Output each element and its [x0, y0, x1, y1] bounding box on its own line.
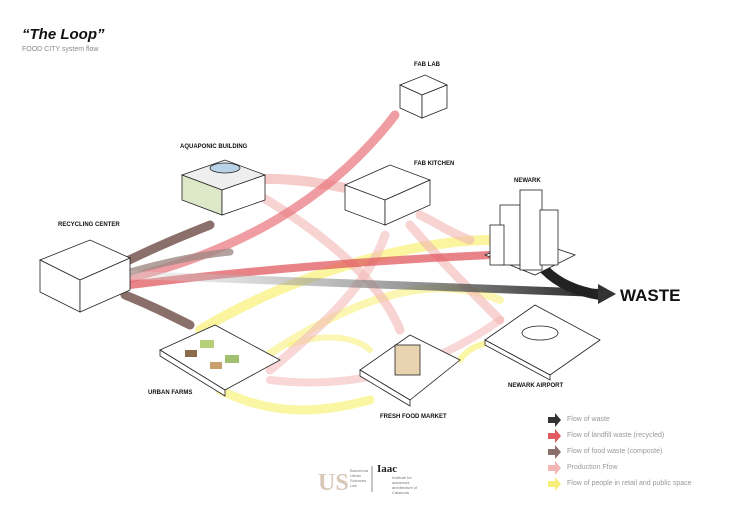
label-recycling: RECYCLING CENTER	[58, 222, 120, 228]
waste-flow	[540, 265, 605, 300]
fab-lab-building	[398, 74, 449, 119]
label-newark: NEWARK	[514, 178, 541, 184]
label-airport: NEWARK AIRPORT	[508, 383, 564, 389]
legend-item-landfill: Flow of landfill waste (recycled)	[567, 432, 665, 439]
legend-icon-landfill	[548, 429, 561, 443]
fab-kitchen-building	[343, 164, 432, 226]
logos: US	[318, 466, 373, 496]
bus-logo-mark: US	[318, 470, 349, 496]
page-title: “The Loop”	[22, 26, 105, 43]
food-waste-flow	[126, 248, 234, 276]
landfill-flow	[125, 110, 400, 283]
waste-arrowhead	[598, 284, 616, 304]
legend-icon-food-waste	[548, 445, 561, 459]
urban-farms-platform	[159, 324, 281, 397]
iaac-logo-text: Institute for advanced architecture of C…	[392, 475, 418, 495]
airport-platform	[484, 304, 601, 381]
food-waste-flow	[120, 220, 215, 267]
waste-flow	[126, 271, 604, 297]
buildings	[39, 74, 601, 407]
production-flow	[405, 220, 505, 325]
label-aquaponic: AQUAPONIC BUILDING	[180, 144, 248, 150]
market-platform	[359, 334, 461, 407]
label-urban-farms: URBAN FARMS	[148, 390, 193, 396]
newark-towers	[483, 189, 577, 276]
legend-icon-production	[548, 461, 561, 475]
people-flow	[215, 385, 375, 415]
legend-icons	[548, 413, 561, 491]
legend-icon-people	[548, 477, 561, 491]
legend-item-people: Flow of people in retail and public spac…	[567, 480, 692, 487]
legend-item-food-waste: Flow of food waste (composte)	[567, 448, 663, 455]
aquaponic-building	[180, 159, 267, 216]
page-subtitle: FOOD CITY system flow	[22, 46, 99, 53]
legend-item-waste: Flow of waste	[567, 416, 610, 423]
production-flow	[415, 210, 475, 245]
label-market: FRESH FOOD MARKET	[380, 414, 447, 420]
bus-logo-text: Barcelona Urban Sciences Lab	[350, 468, 369, 488]
legend-icon-waste	[548, 413, 561, 427]
iaac-logo-mark: Iaac	[377, 463, 398, 475]
recycling-center-building	[39, 239, 131, 313]
label-fab-kitchen: FAB KITCHEN	[414, 161, 455, 167]
label-fab-lab: FAB LAB	[414, 62, 440, 68]
production-flow	[245, 185, 405, 335]
label-waste: WASTE	[620, 286, 681, 305]
food-waste-flow	[120, 290, 195, 330]
legend-item-production: Production Ffow	[567, 464, 618, 471]
production-flow	[265, 230, 390, 375]
flows	[120, 110, 616, 415]
